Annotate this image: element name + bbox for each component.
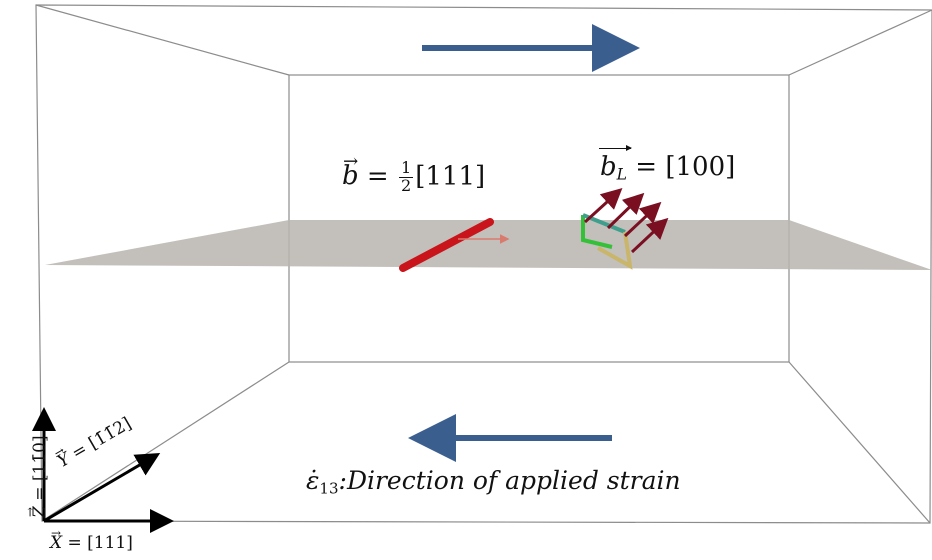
- strain-caption-text: :Direction of applied strain: [338, 466, 681, 495]
- burgers-vector-eq: =: [366, 161, 389, 192]
- loop-arrow: [583, 187, 623, 224]
- y-axis-arrow: [43, 452, 161, 523]
- x-axis-value: = [111]: [67, 533, 133, 553]
- z-axis-label: Z = [11̄0]: [30, 435, 50, 518]
- fraction-numerator: 1: [398, 158, 414, 178]
- box-back-face: [288, 74, 790, 363]
- loop-burgers-arrows: [583, 187, 669, 254]
- strain-subscript: 13: [319, 479, 339, 498]
- loop-arrow: [630, 217, 669, 254]
- box-edge-br: [788, 361, 931, 524]
- loop-arrow: [606, 192, 645, 230]
- strain-symbol: ε̇: [306, 466, 320, 495]
- loop-vector-symbol: bL: [599, 145, 633, 184]
- x-axis-symbol: X: [50, 526, 62, 553]
- z-axis-symbol: Z: [30, 506, 50, 518]
- strain-caption: ε̇13:Direction of applied strain: [306, 466, 681, 498]
- burgers-vector-value: [111]: [415, 161, 486, 192]
- axis-triad: [32, 407, 174, 533]
- loop-vector-eq: =: [635, 152, 658, 182]
- burgers-vector-symbol: b: [342, 151, 359, 191]
- loop-vector-value: [100]: [665, 152, 736, 182]
- loop-edge-left: [581, 215, 613, 249]
- z-axis-value: = [11̄0]: [30, 435, 50, 501]
- box-edge-bl: [41, 361, 290, 522]
- slip-plane: [45, 220, 932, 270]
- x-axis-label: X = [111]: [50, 526, 133, 553]
- box-edge-tr: [788, 9, 932, 76]
- fraction-denominator: 2: [400, 175, 412, 195]
- loop-arrow: [623, 201, 662, 238]
- loop-edge-right: [597, 231, 633, 270]
- dislocation-line: [399, 218, 494, 272]
- box-wireframe: [35, 4, 932, 524]
- burgers-vector-label: b = 12[111]: [342, 151, 486, 195]
- loop-vector-label: bL = [100]: [599, 145, 736, 184]
- box-edge-tl: [35, 4, 290, 76]
